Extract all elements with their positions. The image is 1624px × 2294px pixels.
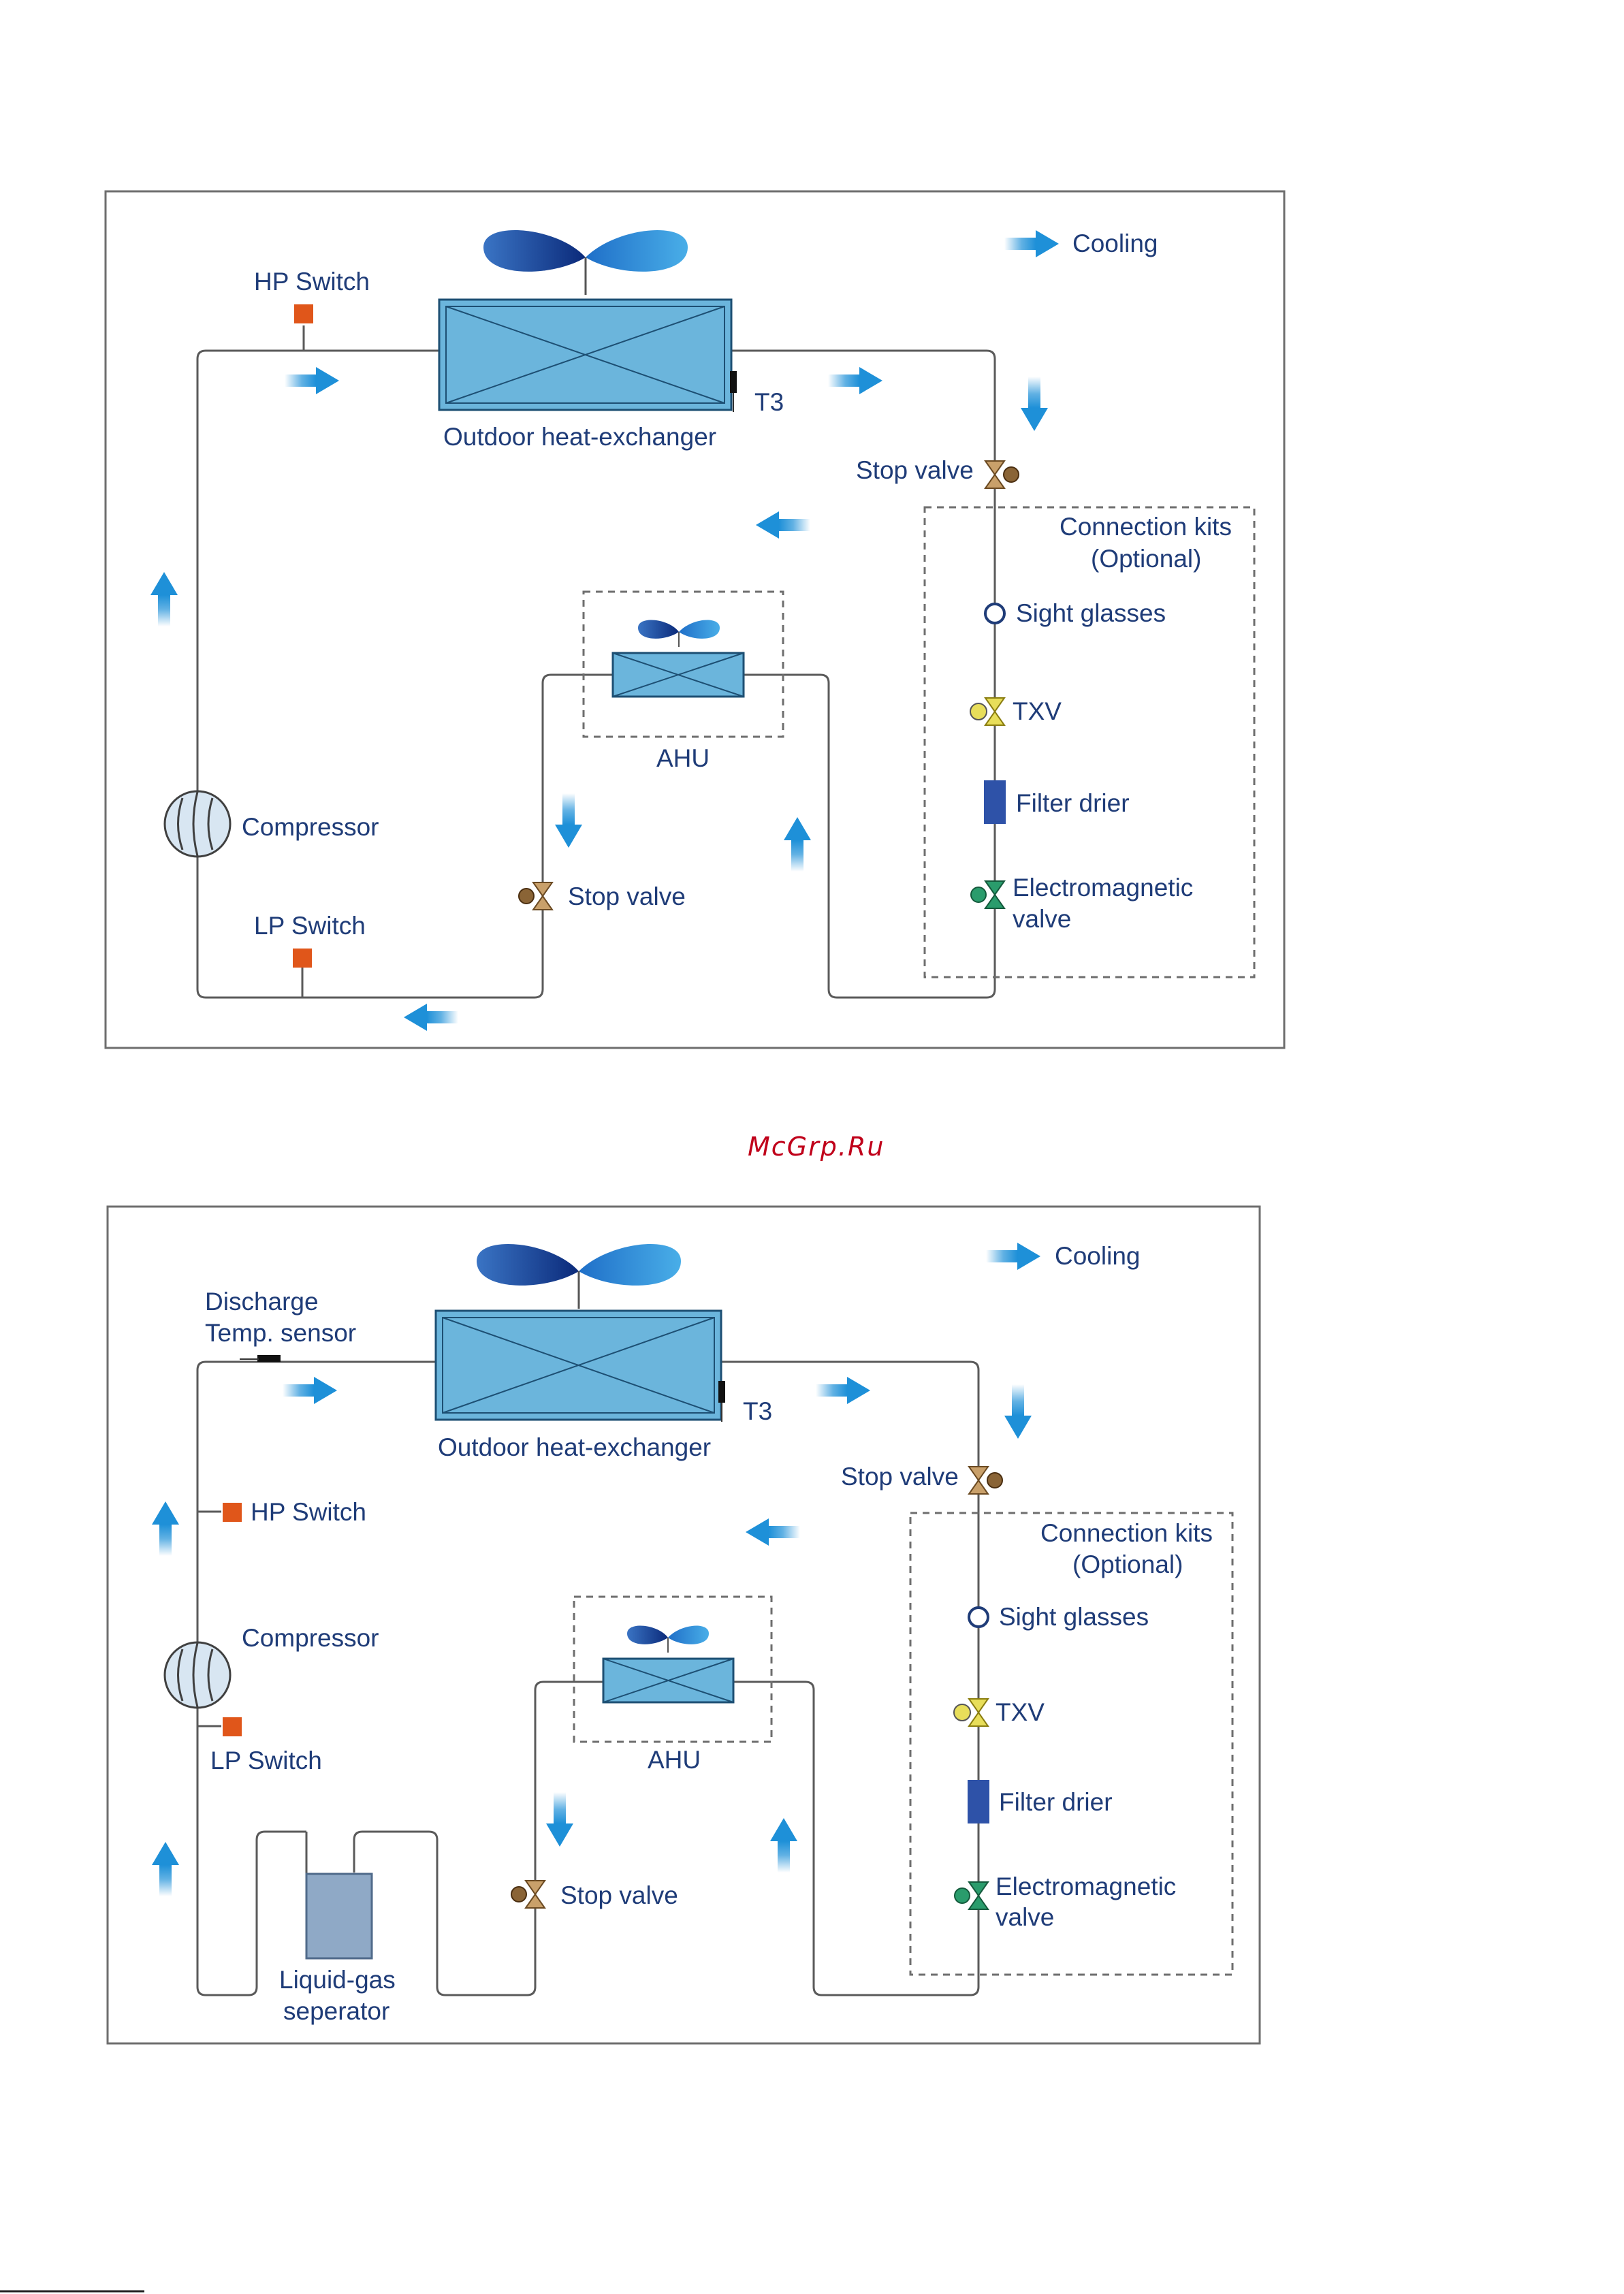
stop-valve-top-icon [968, 1466, 1003, 1495]
em-valve-label: Electromagnetic [1013, 874, 1193, 902]
diagram-2: Cooling Discharge Temp. sensor Outdoor h… [106, 1205, 1261, 2045]
filter-drier-label: Filter drier [999, 1788, 1113, 1816]
flow-arrow-icon [770, 1818, 797, 1873]
flow-arrow-icon [1021, 377, 1048, 431]
pipe-liquid [721, 1360, 980, 1996]
flow-arrow-icon [816, 1377, 870, 1404]
connection-kits-optional-label: (Optional) [1072, 1550, 1183, 1578]
t3-sensor [730, 371, 737, 393]
em-valve-label-2: valve [1013, 905, 1071, 933]
watermark: McGrp.Ru [748, 1132, 885, 1162]
connection-kits-label: Connection kits [1060, 513, 1232, 541]
ahu-label: AHU [656, 744, 710, 772]
filter-drier-icon [984, 780, 1006, 824]
t3-sensor [718, 1381, 725, 1403]
lp-switch-label: LP Switch [254, 912, 366, 940]
outdoor-fan-icon [482, 229, 689, 296]
connection-kits-box [909, 1512, 1234, 1976]
sight-glass-icon [984, 603, 1006, 624]
connection-kits-box [923, 506, 1256, 978]
connection-kits-label: Connection kits [1040, 1519, 1213, 1547]
flow-arrow-icon [756, 511, 810, 539]
txv-icon [970, 697, 1006, 726]
legend-cooling-arrow-icon [1004, 230, 1059, 257]
compressor-label: Compressor [242, 813, 379, 841]
ahu-fan-icon [626, 1625, 710, 1653]
hp-switch-icon [294, 304, 313, 323]
diagram-2-frame [106, 1205, 1261, 2045]
flow-arrow-icon [1004, 1384, 1032, 1439]
hp-switch-label: HP Switch [254, 268, 370, 296]
lp-switch-icon [223, 1717, 242, 1736]
stop-valve-top-label: Stop valve [856, 456, 974, 484]
connection-kits-optional-label: (Optional) [1091, 545, 1201, 573]
separator-label-2: seperator [283, 1997, 389, 2025]
flow-arrow-icon [555, 793, 582, 848]
discharge-temp-label: Discharge [205, 1288, 319, 1316]
outdoor-hx-label: Outdoor heat-exchanger [443, 423, 716, 451]
ahu-label: AHU [648, 1746, 701, 1774]
txv-icon [953, 1698, 989, 1727]
compressor-icon [163, 790, 232, 858]
flow-arrow-icon [404, 1004, 458, 1031]
txv-label: TXV [996, 1698, 1045, 1726]
outdoor-hx-label: Outdoor heat-exchanger [438, 1433, 711, 1461]
stop-valve-bottom-icon [511, 1880, 545, 1909]
legend-cooling-arrow-icon [986, 1243, 1040, 1270]
em-valve-label: Electromagnetic [996, 1873, 1176, 1900]
lp-switch-label: LP Switch [210, 1747, 322, 1774]
electromagnetic-valve-icon [970, 880, 1006, 909]
flow-arrow-icon [746, 1518, 800, 1546]
ahu-fan-icon [637, 619, 720, 648]
separator-label: Liquid-gas [279, 1966, 396, 1994]
sight-glasses-label: Sight glasses [999, 1603, 1149, 1631]
flow-arrow-icon [828, 367, 882, 394]
pipe-discharge [196, 1360, 436, 1996]
sight-glasses-label: Sight glasses [1016, 599, 1166, 627]
em-valve-label-2: valve [996, 1903, 1054, 1931]
filter-drier-label: Filter drier [1016, 789, 1130, 817]
stop-valve-top-label: Stop valve [841, 1463, 959, 1491]
stop-valve-bottom-label: Stop valve [560, 1881, 678, 1909]
lp-switch-icon [293, 949, 312, 968]
hp-switch-label: HP Switch [251, 1498, 366, 1526]
ahu-box [582, 590, 784, 738]
electromagnetic-valve-icon [954, 1881, 989, 1910]
pipe-separator-outlet [353, 1680, 603, 1996]
t3-label: T3 [743, 1397, 772, 1425]
legend-cooling-label: Cooling [1072, 229, 1158, 257]
hp-switch-icon [223, 1503, 242, 1522]
flow-arrow-icon [152, 1501, 179, 1556]
flow-arrow-icon [283, 1377, 337, 1404]
pipe-liquid [731, 349, 996, 999]
t3-label: T3 [754, 388, 784, 416]
txv-label: TXV [1013, 697, 1062, 725]
diagram-1-frame [104, 190, 1286, 1049]
discharge-temp-label-2: Temp. sensor [205, 1319, 356, 1347]
flow-arrow-icon [546, 1792, 573, 1847]
compressor-label: Compressor [242, 1624, 379, 1652]
filter-drier-icon [968, 1780, 989, 1823]
stop-valve-bottom-icon [518, 882, 553, 910]
pipe-discharge [196, 349, 613, 999]
flow-arrow-icon [784, 817, 811, 872]
stop-valve-bottom-label: Stop valve [568, 882, 686, 910]
flow-arrow-icon [152, 1842, 179, 1896]
sight-glass-icon [968, 1606, 989, 1628]
diagram-1: Cooling HP Switch Outdoor heat-exchanger… [104, 190, 1286, 1049]
outdoor-fan-icon [475, 1243, 682, 1310]
stop-valve-top-icon [985, 460, 1019, 489]
compressor-icon [163, 1641, 232, 1709]
flow-arrow-icon [285, 367, 339, 394]
liquid-gas-separator-icon [305, 1873, 373, 1960]
legend-cooling-label: Cooling [1055, 1242, 1140, 1270]
discharge-temp-sensor-icon [257, 1355, 281, 1362]
flow-arrow-icon [150, 572, 178, 626]
ahu-box [573, 1595, 773, 1743]
